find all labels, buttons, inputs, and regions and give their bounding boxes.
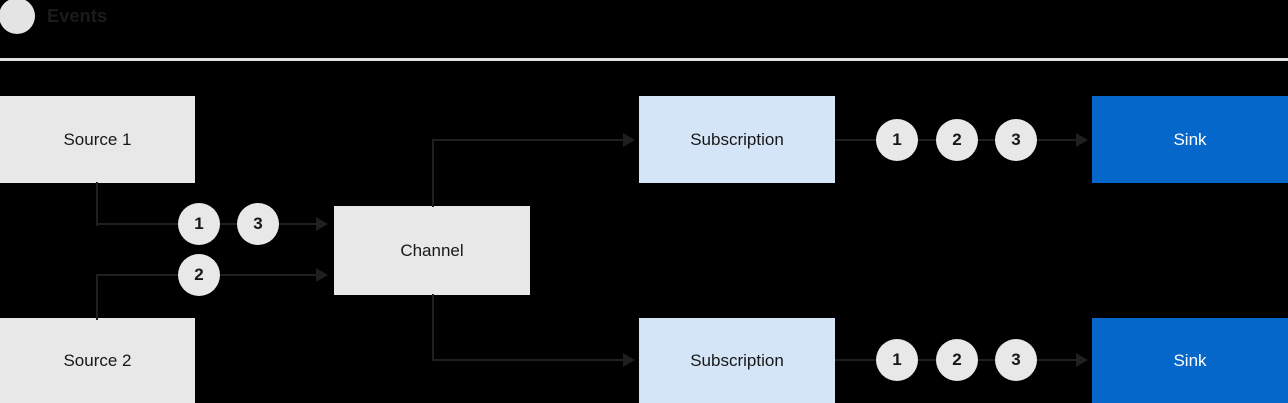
arrowhead-source1-to-channel [316,217,328,231]
node-sink-bottom[interactable]: Sink [1092,318,1288,403]
arrowhead-source2-to-channel [316,268,328,282]
wire-source2-up [96,274,98,320]
wire-channel-down [432,294,434,361]
node-sink-top-label: Sink [1173,129,1207,149]
wire-channel-to-subscription-top [432,139,625,141]
node-source-1-label: Source 1 [63,129,132,149]
wire-channel-up [432,139,434,207]
arrowhead-channel-to-subscription-top [623,133,635,147]
node-sink-bottom-label: Sink [1173,350,1207,370]
egress-top-token-1-label: 1 [892,130,902,149]
node-channel[interactable]: Channel [334,206,530,295]
wire-channel-to-subscription-bottom [432,359,625,361]
egress-bottom-token-2: 2 [936,339,978,381]
arrowhead-channel-to-subscription-bottom [623,353,635,367]
node-source-2-label: Source 2 [63,350,132,370]
ingress-token-3: 3 [237,203,279,245]
node-sink-top[interactable]: Sink [1092,96,1288,183]
node-channel-label: Channel [400,240,464,260]
egress-bottom-token-1: 1 [876,339,918,381]
arrowhead-subscription-to-sink-top [1076,133,1088,147]
egress-top-token-3-label: 3 [1011,130,1021,149]
node-subscription-top[interactable]: Subscription [639,96,835,183]
ingress-token-1: 1 [178,203,220,245]
node-subscription-top-label: Subscription [690,129,784,149]
arrowhead-subscription-to-sink-bottom [1076,353,1088,367]
egress-bottom-token-1-label: 1 [892,350,902,369]
ingress-token-3-label: 3 [253,214,263,233]
egress-top-token-2: 2 [936,119,978,161]
node-source-2[interactable]: Source 2 [0,318,195,403]
egress-bottom-token-3: 3 [995,339,1037,381]
node-subscription-bottom[interactable]: Subscription [639,318,835,403]
ingress-token-2-label: 2 [194,265,204,284]
egress-bottom-token-2-label: 2 [952,350,962,369]
egress-top-token-3: 3 [995,119,1037,161]
legend-label: Events [47,6,108,26]
ingress-token-1-label: 1 [194,214,204,233]
node-subscription-bottom-label: Subscription [690,350,784,370]
events-dot-icon [0,0,35,34]
egress-top-token-1: 1 [876,119,918,161]
egress-top-token-2-label: 2 [952,130,962,149]
wire-source1-down [96,182,98,226]
ingress-token-2: 2 [178,254,220,296]
egress-bottom-token-3-label: 3 [1011,350,1021,369]
node-source-1[interactable]: Source 1 [0,96,195,183]
header-divider [0,58,1288,61]
